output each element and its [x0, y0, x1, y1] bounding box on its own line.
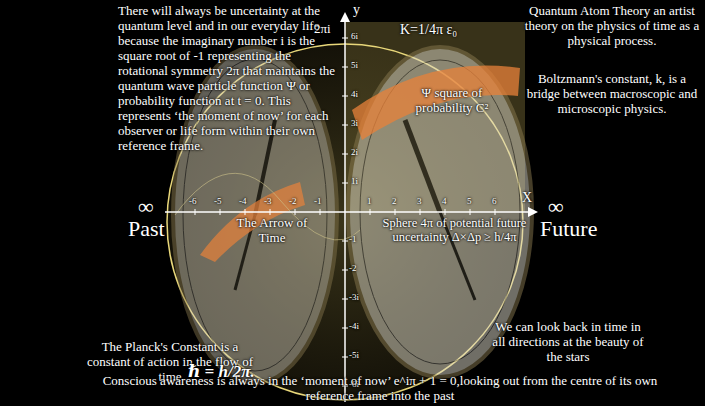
- tick-label: -4: [239, 196, 247, 206]
- note-text: There will always be uncertainty at the …: [118, 4, 340, 154]
- tick-label: 5: [467, 196, 472, 206]
- tick-label: -5: [214, 196, 222, 206]
- tick-label: -2: [349, 263, 357, 273]
- tick-label: 4i: [351, 89, 358, 99]
- caption-text: Conscious awareness is always in the ‘mo…: [80, 374, 680, 404]
- tick-label: 3i: [351, 118, 358, 128]
- sphere-label: Sphere 4π of potential future uncertaint…: [382, 216, 527, 245]
- tick-label: 2i: [351, 147, 358, 157]
- axis-label: y: [353, 2, 360, 18]
- tick-label: -3i: [349, 292, 359, 302]
- tick-label: -6: [189, 196, 197, 206]
- axis-label: 2πi: [314, 22, 331, 37]
- tick-label: -2: [289, 196, 297, 206]
- band-label: Ψ square of probability C²: [392, 86, 512, 116]
- axis-label: X: [522, 190, 532, 206]
- tick-label: 6: [492, 196, 497, 206]
- tick-label: -3: [264, 196, 272, 206]
- tick-label: 6i: [351, 31, 358, 41]
- tick-label: 1: [367, 196, 372, 206]
- future-label: Future: [540, 216, 597, 241]
- tick-label: 3: [417, 196, 422, 206]
- tick-label: -1: [349, 234, 357, 244]
- tick-label: 2: [392, 196, 397, 206]
- past-label: Past: [128, 216, 165, 241]
- note-text: Boltzmann's constant, k, is a bridge bet…: [524, 72, 700, 117]
- arrow-of-time-label: The Arrow of Time: [222, 216, 322, 246]
- formula-label: K=1/4π ε₀: [400, 22, 520, 38]
- tick-label: -1: [314, 196, 322, 206]
- infinity-symbol: ∞: [138, 194, 154, 219]
- infinity-symbol: ∞: [548, 194, 564, 219]
- tick-label: 4: [442, 196, 447, 206]
- tick-label: 1i: [351, 176, 358, 186]
- tick-label: -4i: [349, 321, 359, 331]
- tick-label: -5i: [349, 350, 359, 360]
- note-text: We can look back in time in all directio…: [488, 320, 648, 365]
- title-note: Quantum Atom Theory an artist theory on …: [522, 4, 702, 49]
- tick-label: 5i: [351, 60, 358, 70]
